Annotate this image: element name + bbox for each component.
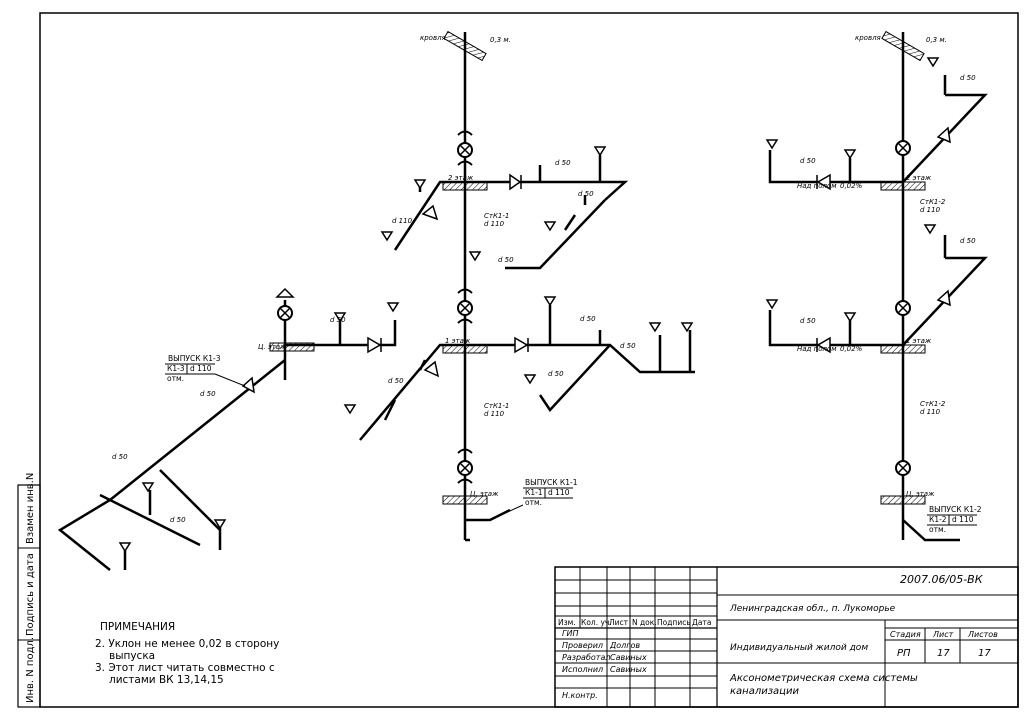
riser-stk1-1 (359, 30, 695, 542)
sheets-value: 17 (978, 648, 991, 659)
dia-label-5: d 50 (580, 315, 596, 323)
role-ncontrol: Н.контр. (562, 691, 598, 700)
floor-2-label-a: 2 этаж (448, 174, 474, 182)
col-h-izm: Изм. (558, 618, 576, 627)
riser-1-label-a: СтК1-1 (484, 212, 509, 220)
notes-heading: ПРИМЕЧАНИЯ (100, 621, 175, 633)
title-block (554, 566, 1019, 708)
slope-note-1: Над полом (797, 182, 837, 190)
swap-inv-label: Взамен инв.N (25, 473, 36, 544)
dia-label-13: d 50 (800, 157, 816, 165)
role-executed: Исполнил (562, 665, 603, 674)
floor-1-label-a: 1 этаж (445, 337, 471, 345)
floor-0-label-b: Ц. этаж (470, 490, 499, 498)
sheet-title-2: канализации (730, 686, 799, 697)
floor-2-label-b: 2 этаж (906, 174, 932, 182)
inv-label: Инв. N подл. (25, 637, 36, 703)
name-developed: Савиных (610, 653, 647, 662)
slope-note-2: Над полом (797, 345, 837, 353)
col-h-sign: Подпись (657, 618, 691, 627)
fixture-symbols (118, 57, 940, 553)
floor-0-label-a: Ц. этаж (258, 343, 287, 351)
outlet-k1-2-pipe: К1-2 (929, 515, 947, 524)
drawing-frame (39, 12, 1019, 708)
outlet-k1-3-dia: d 110 (190, 364, 212, 373)
note-3a: 3. Этот лист читать совместно с (95, 662, 275, 674)
sign-date-label: Подпись и дата (25, 553, 36, 636)
dia-label-7: d 50 (388, 377, 404, 385)
dia-label-9: d 50 (330, 316, 346, 324)
notes-block: ПРИМЕЧАНИЯ 2. Уклон не менее 0,02 в стор… (95, 621, 279, 686)
col-h-list: Лист (609, 618, 629, 627)
riser-2-label-b: СтК1-2 (920, 400, 946, 408)
slope-label-2: 0,02% (840, 345, 863, 353)
name-checked: Долгов (609, 641, 640, 650)
location-text: Ленинградская обл., п. Лукоморье (729, 604, 896, 614)
dia-label-1: d 50 (555, 159, 571, 167)
col-h-ndok: N док. (632, 618, 657, 627)
role-checked: Проверил (562, 641, 603, 650)
riser-1-dia-b: d 110 (484, 410, 505, 418)
slope-label-1: 0,02% (840, 182, 863, 190)
riser-2-label-a: СтК1-2 (920, 198, 946, 206)
col-h-kol: Кол. уч. (581, 618, 612, 627)
sheet-value: 17 (937, 648, 950, 659)
dia-label-12: d 50 (170, 516, 186, 524)
riser-stk1-2 (768, 30, 988, 542)
note-3b: листами ВК 13,14,15 (109, 674, 224, 686)
dia-label-3: d 110 (392, 217, 413, 225)
object-text: Индивидуальный жилой дом (730, 643, 868, 653)
roof-height-2: 0,3 м. (926, 36, 947, 44)
dia-label-11: d 50 (112, 453, 128, 461)
roof-height-1: 0,3 м. (490, 36, 511, 44)
floor-0-label-c: Ц. этаж (906, 490, 935, 498)
floor-1-label-b: 1 этаж (906, 337, 932, 345)
note-2b: выпуска (109, 650, 155, 662)
outlet-k1-2-dia: d 110 (952, 515, 974, 524)
riser-2-dia-b: d 110 (920, 408, 941, 416)
outlet-k1-3-title: ВЫПУСК К1-3 (168, 354, 221, 363)
outlet-k1-1-otm: отм. (525, 498, 542, 507)
dia-label-14: d 50 (960, 74, 976, 82)
dia-label-10: d 50 (200, 390, 216, 398)
outlet-k1-3-network (57, 287, 397, 571)
doc-code: 2007.06/05-ВК (900, 573, 984, 586)
dia-label-4: d 50 (498, 256, 514, 264)
stage-header: Стадия (890, 630, 921, 639)
dia-label-15: d 50 (800, 317, 816, 325)
note-2a: 2. Уклон не менее 0,02 в сторону (95, 638, 279, 650)
outlet-k1-3-pipe: К1-3 (167, 364, 185, 373)
outlet-k1-3-otm: отм. (167, 374, 184, 383)
stage-value: РП (897, 648, 911, 659)
name-executed: Савиных (610, 665, 647, 674)
riser-1-label-b: СтК1-1 (484, 402, 509, 410)
roof-label-2: кровля (855, 34, 881, 42)
dia-label-16: d 50 (960, 237, 976, 245)
sheet-title-1: Аксонометрическая схема системы (729, 673, 918, 684)
role-gip: ГИП (562, 629, 578, 638)
riser-2-dia-a: d 110 (920, 206, 941, 214)
col-h-date: Дата (692, 618, 711, 627)
outlet-k1-2-title: ВЫПУСК К1-2 (929, 505, 982, 514)
sheet-header: Лист (932, 630, 954, 639)
outlet-k1-1-pipe: К1-1 (525, 488, 543, 497)
dia-label-2: d 50 (578, 190, 594, 198)
dia-label-6: d 50 (620, 342, 636, 350)
roof-label-1: кровля (420, 34, 446, 42)
outlet-k1-2-otm: отм. (929, 525, 946, 534)
sheets-header: Листов (967, 630, 998, 639)
role-developed: Разработал (562, 653, 610, 662)
outlet-k1-1-dia: d 110 (548, 488, 570, 497)
side-stamp: Взамен инв.N Подпись и дата Инв. N подл. (17, 473, 41, 708)
dia-label-8: d 50 (548, 370, 564, 378)
riser-1-dia-a: d 110 (484, 220, 505, 228)
outlet-k1-1-title: ВЫПУСК К1-1 (525, 478, 578, 487)
